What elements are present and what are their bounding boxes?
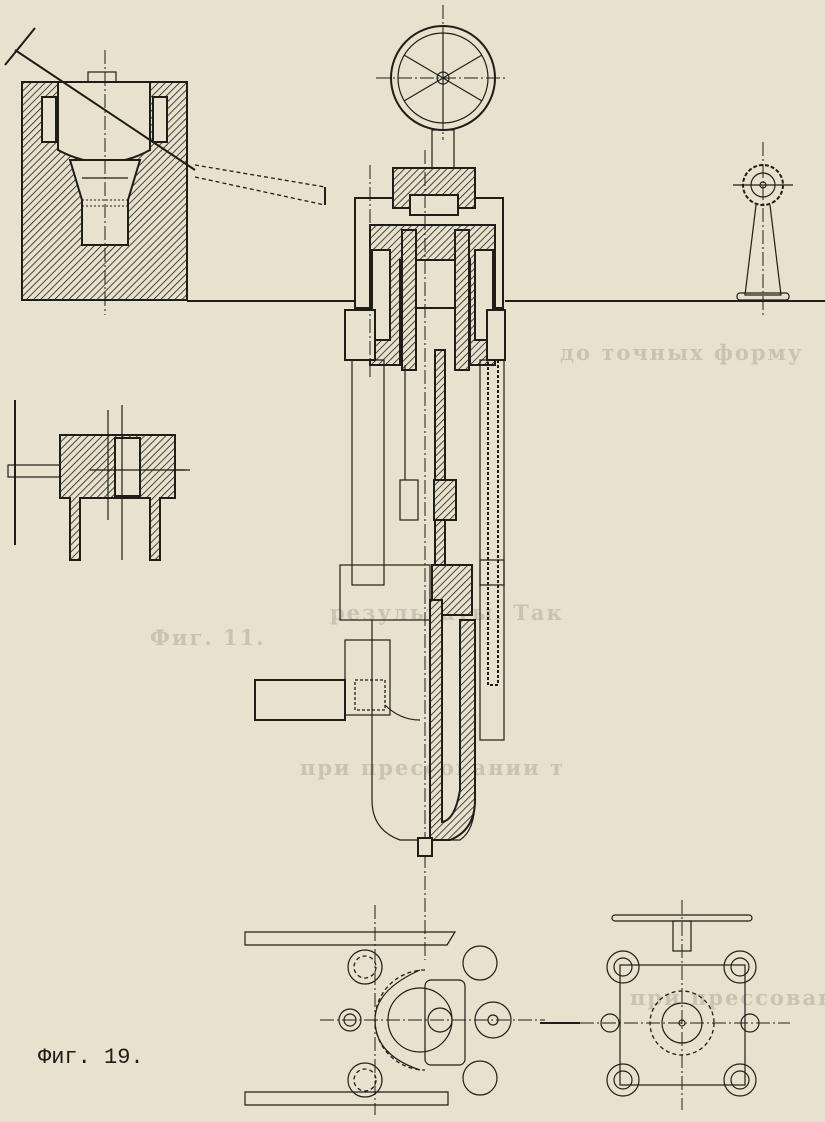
valve-detail-view [7, 400, 190, 561]
gear-stand [733, 142, 793, 315]
bleed-through-text: до точных форму [560, 340, 804, 365]
press-end-view [540, 900, 790, 1110]
handwheel [376, 5, 505, 199]
press-plan-view [244, 905, 545, 1115]
furnace-section-view [4, 27, 326, 315]
figure-caption: Фиг. 19. [38, 1045, 144, 1070]
press-vertical-section [254, 150, 506, 960]
bleed-through-text: Фиг. 11. [150, 625, 266, 650]
